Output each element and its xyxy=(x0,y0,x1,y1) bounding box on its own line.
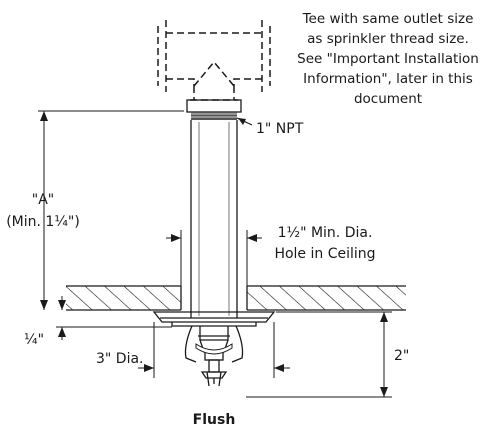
tee-note-line: as sprinkler thread size. xyxy=(307,31,469,47)
dimension-hole xyxy=(166,230,262,286)
dimension-quarter xyxy=(56,296,172,340)
npt-label: 1" NPT xyxy=(256,121,304,137)
sprinkler-head xyxy=(184,325,244,387)
pipe-fitting xyxy=(186,99,242,120)
two-inch-label: 2" xyxy=(394,348,409,364)
dimension-a xyxy=(38,110,184,310)
quarter-label: ¼" xyxy=(24,332,44,348)
tee-note: Tee with same outlet size as sprinkler t… xyxy=(297,11,479,107)
caption: Flush xyxy=(193,412,236,428)
tee-note-line: Information", later in this xyxy=(303,71,473,87)
hole-label-line: Hole in Ceiling xyxy=(274,246,375,262)
sprinkler-body xyxy=(190,120,238,318)
tee-fitting xyxy=(157,20,271,101)
tee-note-line: document xyxy=(354,91,422,107)
dimension-a-label: "A" xyxy=(32,192,54,208)
dimension-two xyxy=(246,311,392,398)
tee-note-line: See "Important Installation xyxy=(297,51,479,67)
tee-note-line: Tee with same outlet size xyxy=(302,11,474,27)
ceiling xyxy=(66,285,406,311)
hole-label-line: 1½" Min. Dia. xyxy=(278,225,373,241)
escutcheon-dia-label: 3" Dia. xyxy=(96,351,144,367)
escutcheon-plate xyxy=(152,311,276,327)
dimension-a-min-label: (Min. 1¼") xyxy=(6,214,80,230)
dimension-escutcheon-dia xyxy=(138,322,290,378)
